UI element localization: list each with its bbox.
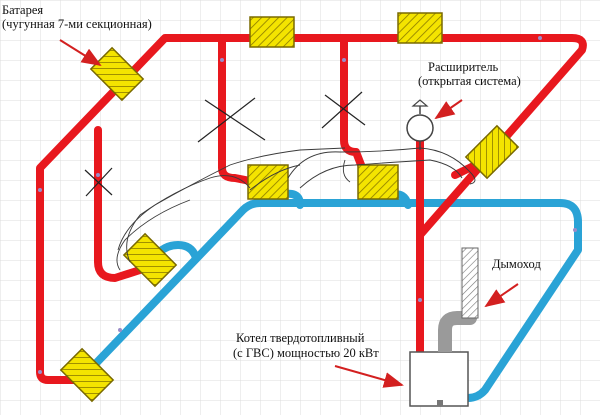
radiator-icon	[249, 16, 295, 48]
cross-mark-icon	[321, 91, 366, 129]
cross-mark-icon	[197, 97, 266, 143]
chimney-arrow-icon	[484, 283, 519, 308]
battery-arrow-icon	[59, 39, 102, 67]
battery-label-line1: Батарея	[2, 3, 43, 17]
hand-drawn-sketch	[116, 147, 476, 271]
expander-arrow-icon	[434, 99, 463, 120]
chimney-label: Дымоход	[492, 257, 541, 271]
battery-label-line2: (чугунная 7-ми секционная)	[2, 17, 152, 31]
radiator-icon	[397, 12, 443, 44]
boiler-arrow-icon	[334, 365, 404, 388]
radiator-icon	[59, 347, 115, 403]
radiator-icon	[122, 232, 178, 288]
boiler-label-line2: (с ГВС) мощностью 20 кВт	[233, 346, 379, 360]
expansion-tank-icon	[406, 99, 434, 150]
radiators	[59, 12, 520, 403]
radiator-icon	[464, 124, 520, 180]
boiler-icon	[409, 351, 469, 407]
cross-marks	[84, 91, 366, 197]
cross-mark-icon	[84, 167, 113, 197]
chimney-icon	[438, 247, 479, 352]
boiler-label-line1: Котел твердотопливный	[236, 331, 365, 345]
annotation-arrows	[59, 39, 519, 388]
expander-label-line1: Расширитель	[428, 60, 499, 74]
expander-label-line2: (открытая система)	[418, 74, 521, 88]
pipe-joints	[38, 36, 577, 374]
radiator-icon	[357, 164, 399, 200]
